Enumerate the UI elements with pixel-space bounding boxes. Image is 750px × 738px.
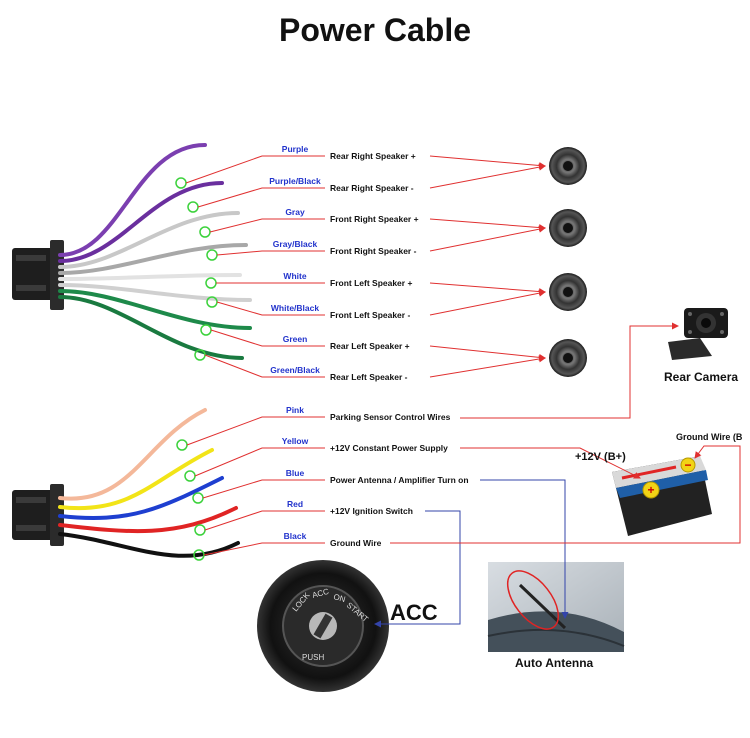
leader-line — [186, 416, 325, 446]
wire-function-label: Power Antenna / Amplifier Turn on — [330, 475, 469, 485]
ignition-acc-label: ACC — [311, 587, 330, 600]
auto-antenna-label: Auto Antenna — [515, 656, 594, 670]
wire-function-label: Front Left Speaker + — [330, 278, 413, 288]
arrow-line — [429, 345, 546, 361]
leader-line — [210, 329, 325, 347]
wire-function-label: Rear Right Speaker + — [330, 151, 416, 161]
wire-color-label: White — [283, 271, 307, 281]
wire-blue — [58, 476, 224, 520]
wire-white-black — [58, 283, 252, 302]
battery-icon: + − — [612, 456, 712, 536]
ignition-push-label: PUSH — [302, 653, 324, 662]
speaker-icon — [549, 273, 587, 311]
wire-marker — [206, 249, 218, 261]
wire-function-label: +12V Constant Power Supply — [330, 443, 448, 453]
antenna-photo — [487, 562, 625, 652]
leader-line — [216, 250, 325, 256]
top-connector — [12, 240, 64, 310]
arrow-line — [429, 163, 546, 189]
wire-marker — [194, 524, 206, 536]
wire-color-label: Red — [286, 499, 304, 509]
wire-function-label: +12V Ignition Switch — [330, 506, 413, 516]
wire-purple — [58, 143, 207, 257]
wire-yellow — [58, 448, 214, 511]
svg-text:−: − — [684, 458, 691, 472]
leader-line — [204, 510, 325, 531]
ignition-on-label: ON — [332, 592, 346, 604]
wire-marker — [200, 324, 212, 336]
wire-function-label: Ground Wire — [330, 538, 382, 548]
acc-label: ACC — [390, 600, 438, 625]
speaker-icon — [549, 147, 587, 185]
leader-line — [202, 479, 325, 499]
svg-text:+: + — [647, 483, 654, 497]
wire-green-black — [58, 295, 244, 360]
arrow-line — [429, 289, 546, 316]
ground-wire-label: Ground Wire (B — [676, 432, 743, 442]
wire-color-label: Gray/Black — [272, 239, 318, 249]
leader-line — [204, 354, 325, 378]
leader-line — [185, 155, 325, 184]
device-connections — [374, 322, 741, 628]
wire-color-label: Yellow — [281, 436, 309, 446]
wire-function-label: Front Right Speaker - — [330, 246, 417, 256]
page-title: Power Cable — [278, 12, 472, 48]
wire-color-label: Purple — [281, 144, 309, 154]
wire-marker — [192, 492, 204, 504]
speaker-icon — [549, 209, 587, 247]
arrow-line — [429, 155, 546, 169]
wire-color-label: Black — [283, 531, 307, 541]
wire-marker — [175, 177, 187, 189]
speaker-icon — [549, 339, 587, 377]
leader-line — [194, 447, 325, 477]
wire-color-label: Purple/Black — [269, 176, 321, 186]
rear-camera-label: Rear Camera — [664, 370, 739, 384]
wire-gray-black — [58, 243, 248, 275]
arrow-line — [429, 282, 546, 296]
arrow-line — [429, 218, 546, 232]
wire-color-label: Green — [282, 334, 308, 344]
leader-line — [216, 301, 325, 316]
wire-function-label: Front Left Speaker - — [330, 310, 411, 320]
wire-function-label: Rear Left Speaker + — [330, 341, 410, 351]
wire-gray — [58, 211, 240, 269]
wire-marker — [199, 226, 211, 238]
wire-function-label: Front Right Speaker + — [330, 214, 419, 224]
wire-marker — [176, 439, 188, 451]
wire-color-label: Pink — [286, 405, 304, 415]
wire-red — [58, 506, 238, 534]
wire-marker — [184, 470, 196, 482]
wire-function-label: Parking Sensor Control Wires — [330, 412, 451, 422]
arrow-line — [429, 225, 546, 252]
bottom-connector — [12, 484, 64, 546]
leader-line — [197, 187, 325, 208]
wire-black — [58, 532, 240, 558]
wire-color-label: White/Black — [270, 303, 320, 313]
leader-line — [203, 542, 325, 556]
camera-icon — [668, 308, 728, 360]
wire-function-label: Rear Right Speaker - — [330, 183, 414, 193]
wire-color-label: Blue — [285, 468, 305, 478]
wire-function-label: Rear Left Speaker - — [330, 372, 408, 382]
wire-color-label: Gray — [285, 207, 305, 217]
battery-plus-label: +12V (B+) — [575, 451, 626, 463]
wire-purple-black — [58, 181, 224, 263]
wire-white — [58, 273, 242, 281]
ignition-key-icon: LOCK ACC ON START PUSH — [257, 560, 389, 692]
wire-green — [58, 289, 252, 330]
wire-pink — [58, 408, 207, 501]
wire-marker — [205, 277, 217, 289]
leader-line — [209, 218, 325, 233]
wire-color-label: Green/Black — [270, 365, 320, 375]
wire-marker — [187, 201, 199, 213]
arrow-line — [429, 355, 546, 378]
